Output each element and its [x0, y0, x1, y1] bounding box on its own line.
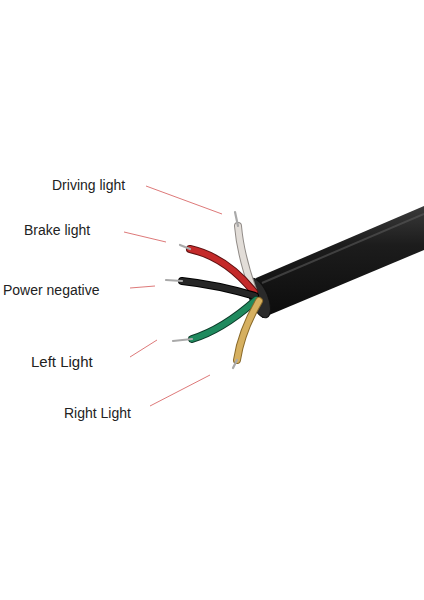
leader-lines	[124, 186, 222, 406]
cable-jacket	[243, 206, 424, 321]
wire-label: Left Light	[31, 354, 93, 369]
wire-label: Brake light	[24, 223, 90, 237]
wire-label: Power negative	[3, 283, 100, 297]
wire-label: Driving light	[52, 178, 125, 192]
conductor-tips	[166, 212, 238, 368]
wire-label: Right Light	[64, 406, 131, 420]
wires	[182, 226, 259, 360]
